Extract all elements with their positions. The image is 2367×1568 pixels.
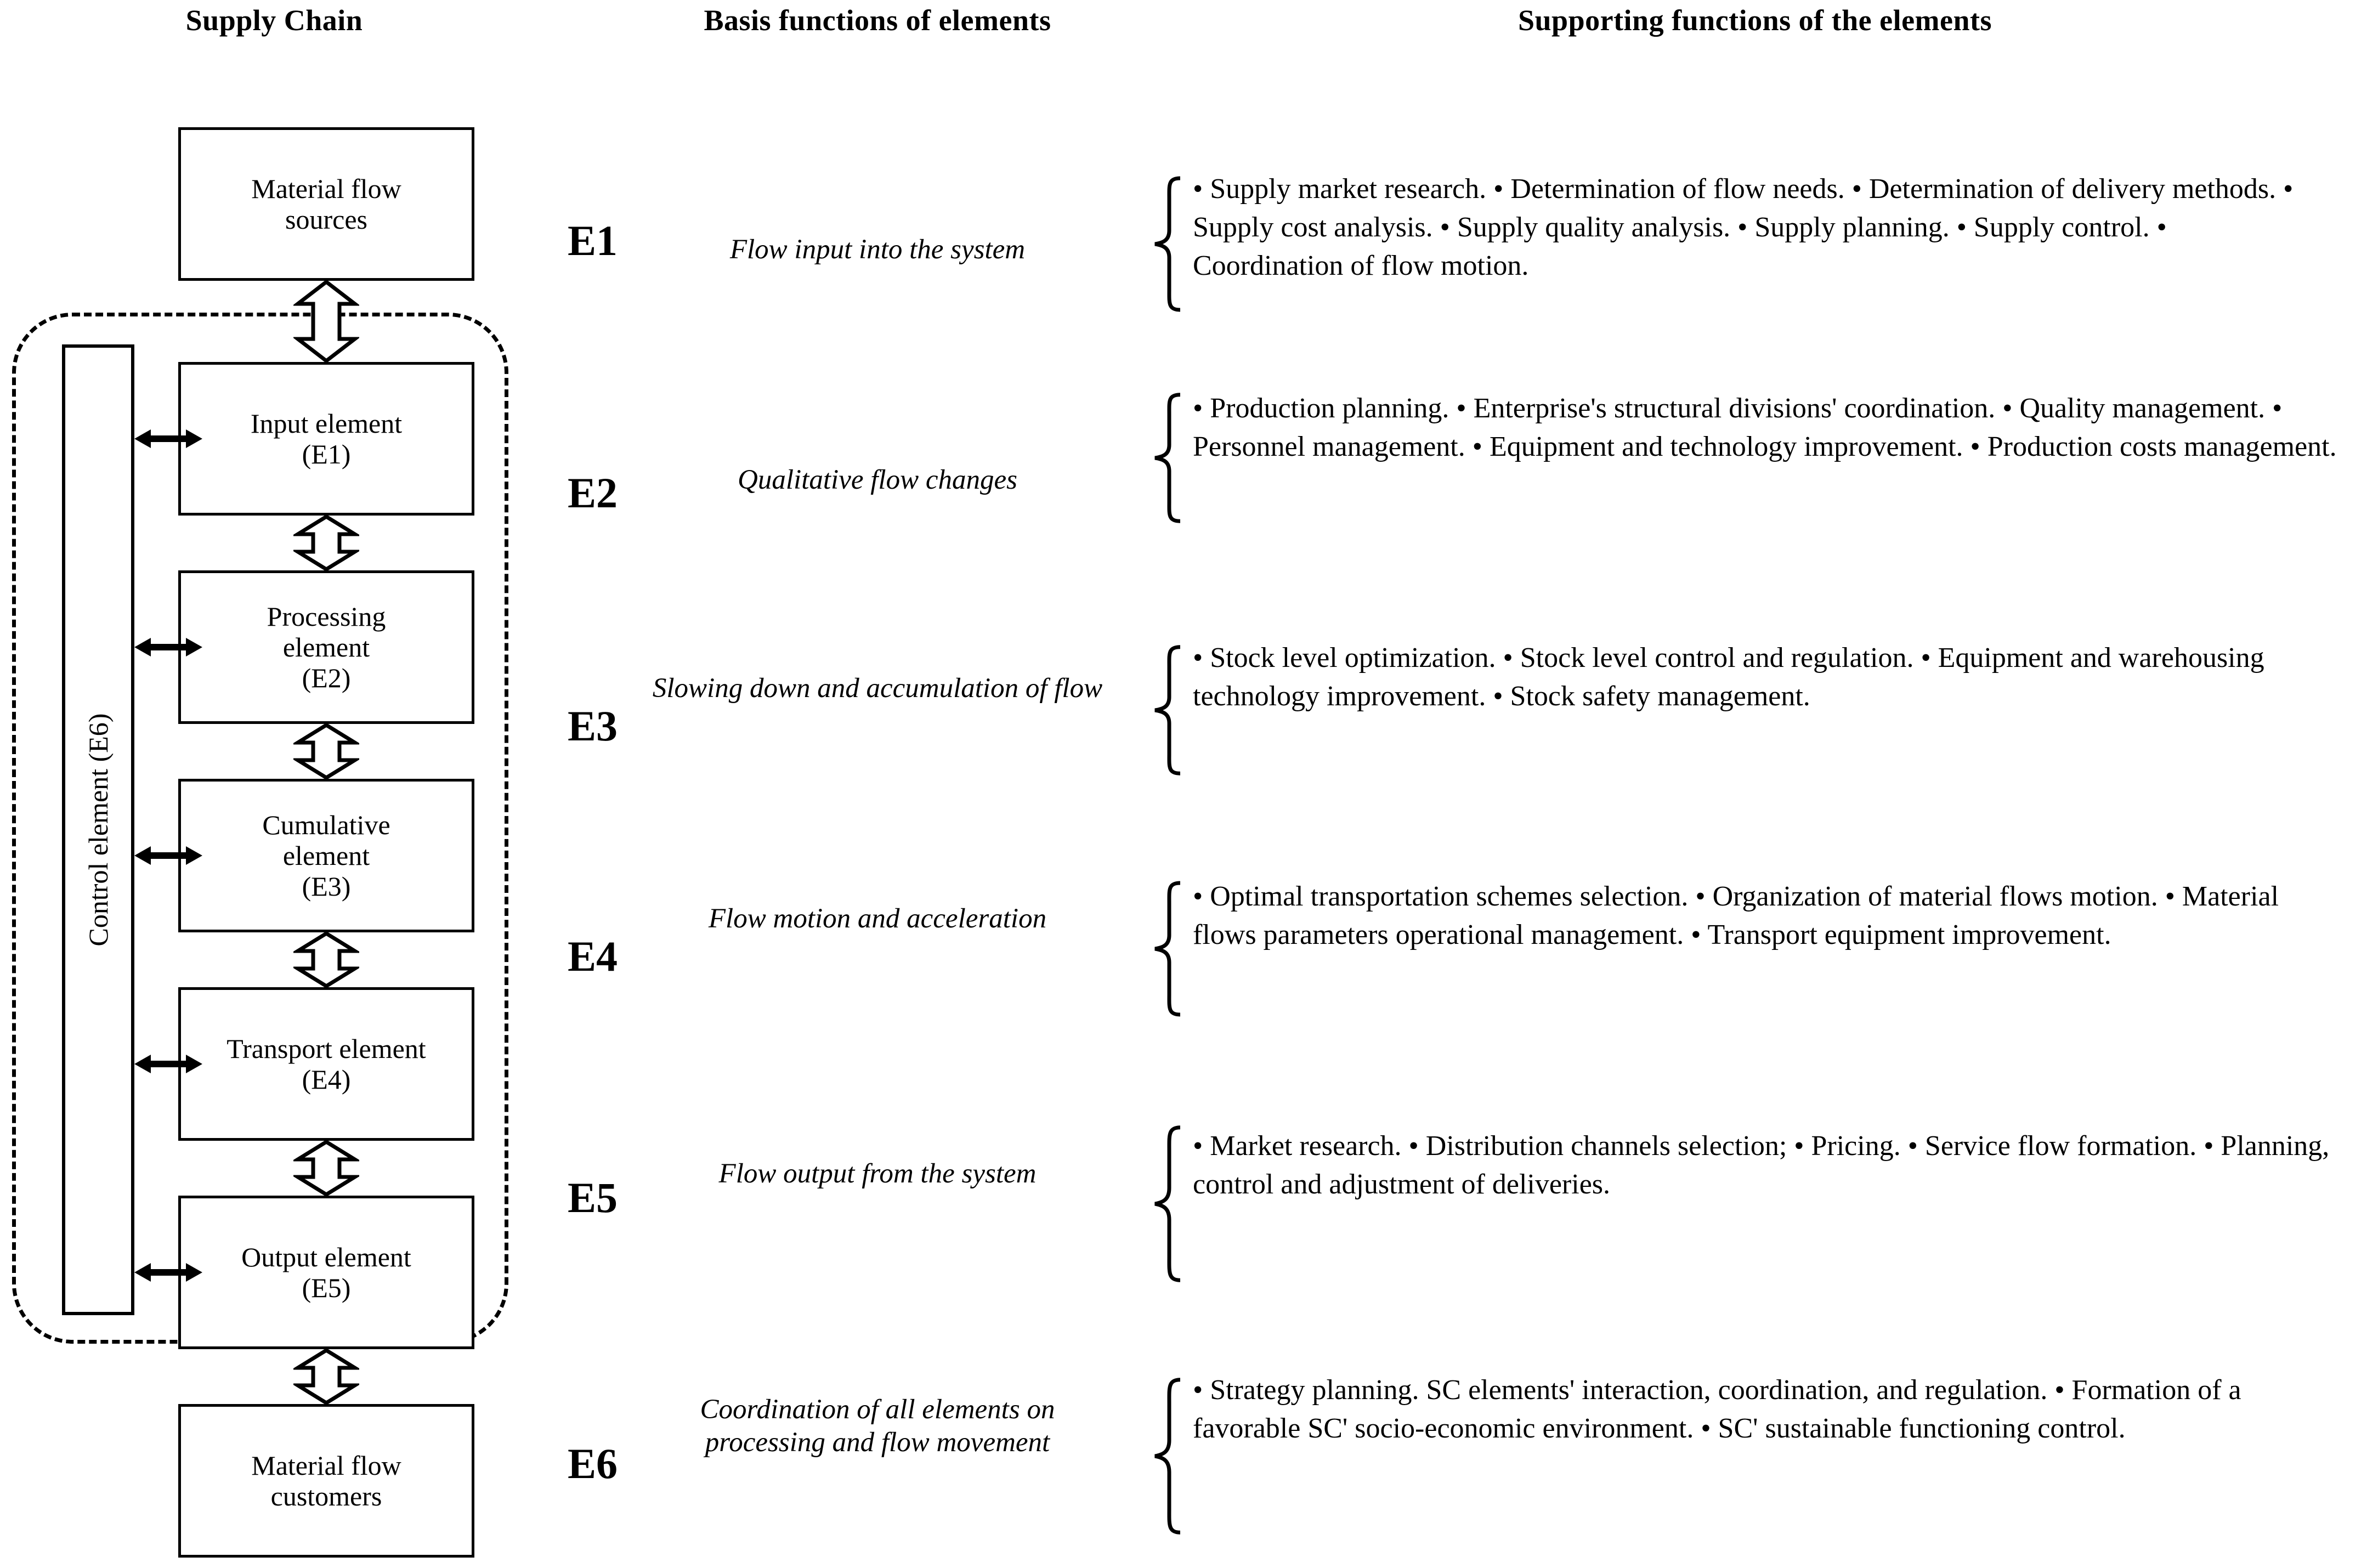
brace-e2	[1152, 392, 1185, 524]
supporting-functions-e2: • Production planning. • Enterprise's st…	[1193, 393, 2337, 463]
column-header-supply-chain: Supply Chain	[185, 4, 363, 37]
column-header-supporting-functions: Supporting functions of the elements	[1517, 4, 1992, 37]
box-material-flow-customers: Material flow customers	[178, 1404, 474, 1558]
box-control-element-e6: Control element (E6)	[62, 344, 134, 1315]
brace-e4	[1152, 880, 1185, 1017]
element-code-e6: E6	[568, 1440, 618, 1487]
box-line-2: sources	[285, 204, 367, 235]
link-arrow-control-e4	[134, 1051, 202, 1077]
supporting-functions-e1: • Supply market research. • Determinatio…	[1193, 173, 2294, 282]
box-line-2: (E4)	[302, 1064, 351, 1095]
flow-arrow-sources-to-e1	[293, 281, 359, 362]
supply-chain-diagram: Material flow sources Control element (E…	[0, 0, 521, 1568]
box-line-1: Transport element	[226, 1033, 426, 1064]
element-code-e3: E3	[568, 702, 618, 750]
box-line-1: Material flow	[251, 1450, 401, 1481]
supporting-functions-e3: • Stock level optimization. • Stock leve…	[1193, 642, 2264, 712]
flow-arrow-e4-to-e5	[293, 1141, 359, 1196]
element-code-e5: E5	[568, 1174, 618, 1221]
box-line-2: element	[282, 632, 370, 663]
link-arrow-control-e1	[134, 426, 202, 451]
box-cumulative-element-e3: Cumulative element (E3)	[178, 779, 474, 932]
box-line-3: (E3)	[302, 871, 351, 902]
box-material-flow-sources: Material flow sources	[178, 127, 474, 281]
flow-arrow-e2-to-e3	[293, 724, 359, 779]
box-line-2: customers	[270, 1481, 382, 1512]
box-line-1: Input element	[250, 408, 403, 439]
box-line-2: (E1)	[302, 439, 351, 469]
column-header-basis-functions: Basis functions of elements	[704, 4, 1051, 37]
basis-function-e2: Qualitative flow changes	[738, 465, 1017, 495]
flow-arrow-e5-to-customers	[293, 1349, 359, 1404]
element-code-e1: E1	[568, 217, 618, 264]
link-arrow-control-e5	[134, 1260, 202, 1285]
box-line-3: (E2)	[302, 663, 351, 693]
supporting-functions-e5: • Market research. • Distribution channe…	[1193, 1130, 2330, 1201]
box-line-1: Output element	[241, 1242, 411, 1272]
brace-e1	[1152, 176, 1185, 313]
box-output-element-e5: Output element (E5)	[178, 1196, 474, 1349]
basis-function-e5: Flow output from the system	[718, 1158, 1037, 1189]
element-code-e4: E4	[568, 932, 618, 980]
brace-e3	[1152, 644, 1185, 776]
box-line-1: Cumulative	[262, 810, 390, 840]
basis-function-e3: Slowing down and accumulation of flow	[652, 673, 1103, 704]
link-arrow-control-e3	[134, 843, 202, 868]
box-transport-element-e4: Transport element (E4)	[178, 987, 474, 1141]
supporting-functions-e4: • Optimal transportation schemes selecti…	[1193, 881, 2279, 951]
basis-function-e6: Coordination of all elements on processi…	[700, 1394, 1055, 1458]
basis-function-e1: Flow input into the system	[729, 234, 1026, 265]
box-line-1: Processing	[267, 601, 386, 632]
link-arrow-control-e2	[134, 635, 202, 660]
box-input-element-e1: Input element (E1)	[178, 362, 474, 516]
box-line-1: Material flow	[251, 173, 401, 204]
flow-arrow-e3-to-e4	[293, 932, 359, 987]
box-processing-element-e2: Processing element (E2)	[178, 570, 474, 724]
box-line-2: element	[282, 840, 370, 871]
basis-function-e4: Flow motion and acceleration	[708, 903, 1047, 934]
control-element-label: Control element (E6)	[83, 713, 114, 947]
supporting-functions-e6: • Strategy planning. SC elements' intera…	[1193, 1374, 2241, 1445]
brace-e6	[1152, 1377, 1185, 1536]
brace-e5	[1152, 1124, 1185, 1283]
element-code-e2: E2	[568, 469, 618, 517]
box-line-2: (E5)	[302, 1272, 351, 1303]
flow-arrow-e1-to-e2	[293, 516, 359, 570]
